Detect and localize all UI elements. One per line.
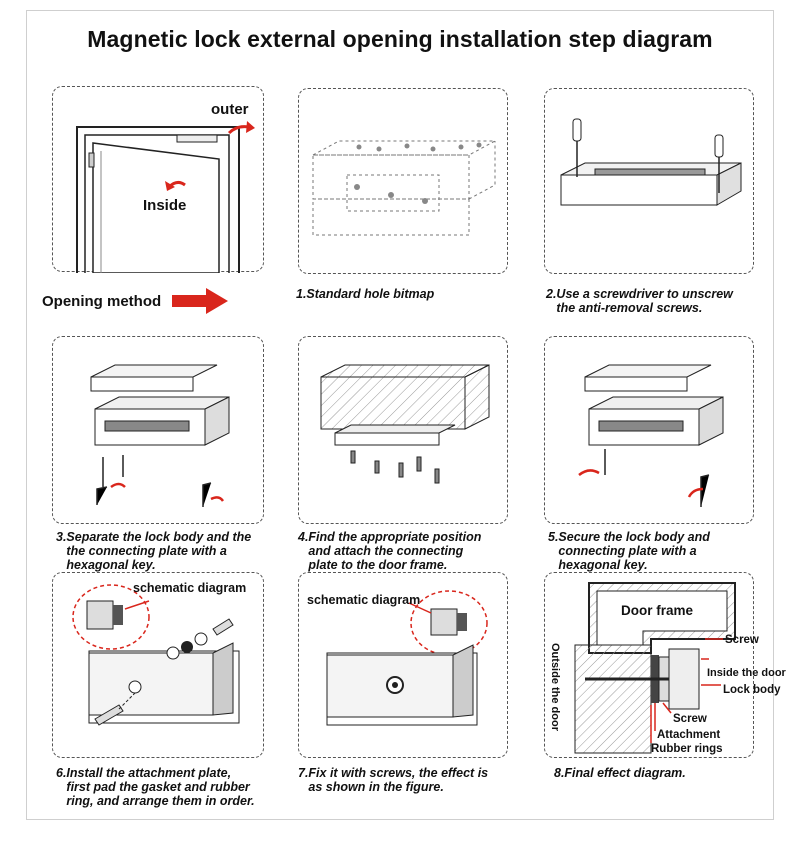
step-8-caption: 8.Final effect diagram. <box>554 766 686 780</box>
separate-lock-illustration <box>90 364 230 507</box>
screwdriver-lock-illustration <box>560 118 742 206</box>
panel-step-4 <box>298 336 508 524</box>
step-3-caption: 3.Separate the lock body and the the con… <box>56 530 252 572</box>
step-5-caption: 5.Secure the lock body and connecting pl… <box>548 530 710 572</box>
secure-lock-illustration <box>578 364 724 507</box>
red-arrow-outer-icon <box>227 121 255 135</box>
inside-label: Inside <box>143 197 187 214</box>
panel-step-5 <box>544 336 754 524</box>
door-illustration <box>76 126 240 273</box>
panel-step-1 <box>298 88 508 274</box>
step-6-caption: 6.Install the attachment plate, first pa… <box>56 766 255 808</box>
schematic-label-6: schematic diagram <box>133 581 247 595</box>
screw-top-label: Screw <box>725 634 759 646</box>
opening-method-arrow-icon <box>172 288 228 314</box>
step-4-caption: 4.Find the appropriate position and atta… <box>298 530 482 572</box>
panel-door-opening: outer Inside <box>52 86 264 273</box>
outer-frame <box>26 10 774 820</box>
final-effect-illustration <box>574 582 736 754</box>
outer-label: outer <box>211 101 249 118</box>
page-title: Magnetic lock external opening installat… <box>87 26 713 52</box>
door-frame-label: Door frame <box>621 603 694 618</box>
screw-bottom-label: Screw <box>673 713 707 725</box>
rubber-rings-label: Rubber rings <box>651 743 723 755</box>
hole-template-illustration <box>312 140 496 236</box>
panel-step-3 <box>52 336 264 524</box>
inside-door-label: Inside the door <box>707 667 786 679</box>
screwdriver-icon <box>572 118 724 193</box>
red-arrow-inside-icon <box>165 180 186 191</box>
opening-method-label: Opening method <box>42 293 162 310</box>
panel-step-7: schematic diagram <box>298 572 508 758</box>
panel-step-6: schematic diagram <box>52 572 264 758</box>
attachment-plate-illustration <box>72 584 240 726</box>
attachment-label: Attachment <box>657 729 721 741</box>
door-frame-attach-illustration <box>320 364 490 484</box>
fixed-plate-illustration <box>326 590 488 726</box>
step-1-caption: 1.Standard hole bitmap <box>296 287 435 301</box>
lock-body-label: Lock body <box>723 684 781 696</box>
panel-step-8: Door frame Screw Outside the door Inside… <box>544 572 786 758</box>
step-7-caption: 7.Fix it with screws, the effect is as s… <box>298 766 489 794</box>
outside-door-label: Outside the door <box>549 643 561 731</box>
schematic-label-7: schematic diagram <box>307 593 421 607</box>
step-2-caption: 2.Use a screwdriver to unscrew the anti-… <box>546 287 733 315</box>
panel-step-2 <box>544 88 754 274</box>
